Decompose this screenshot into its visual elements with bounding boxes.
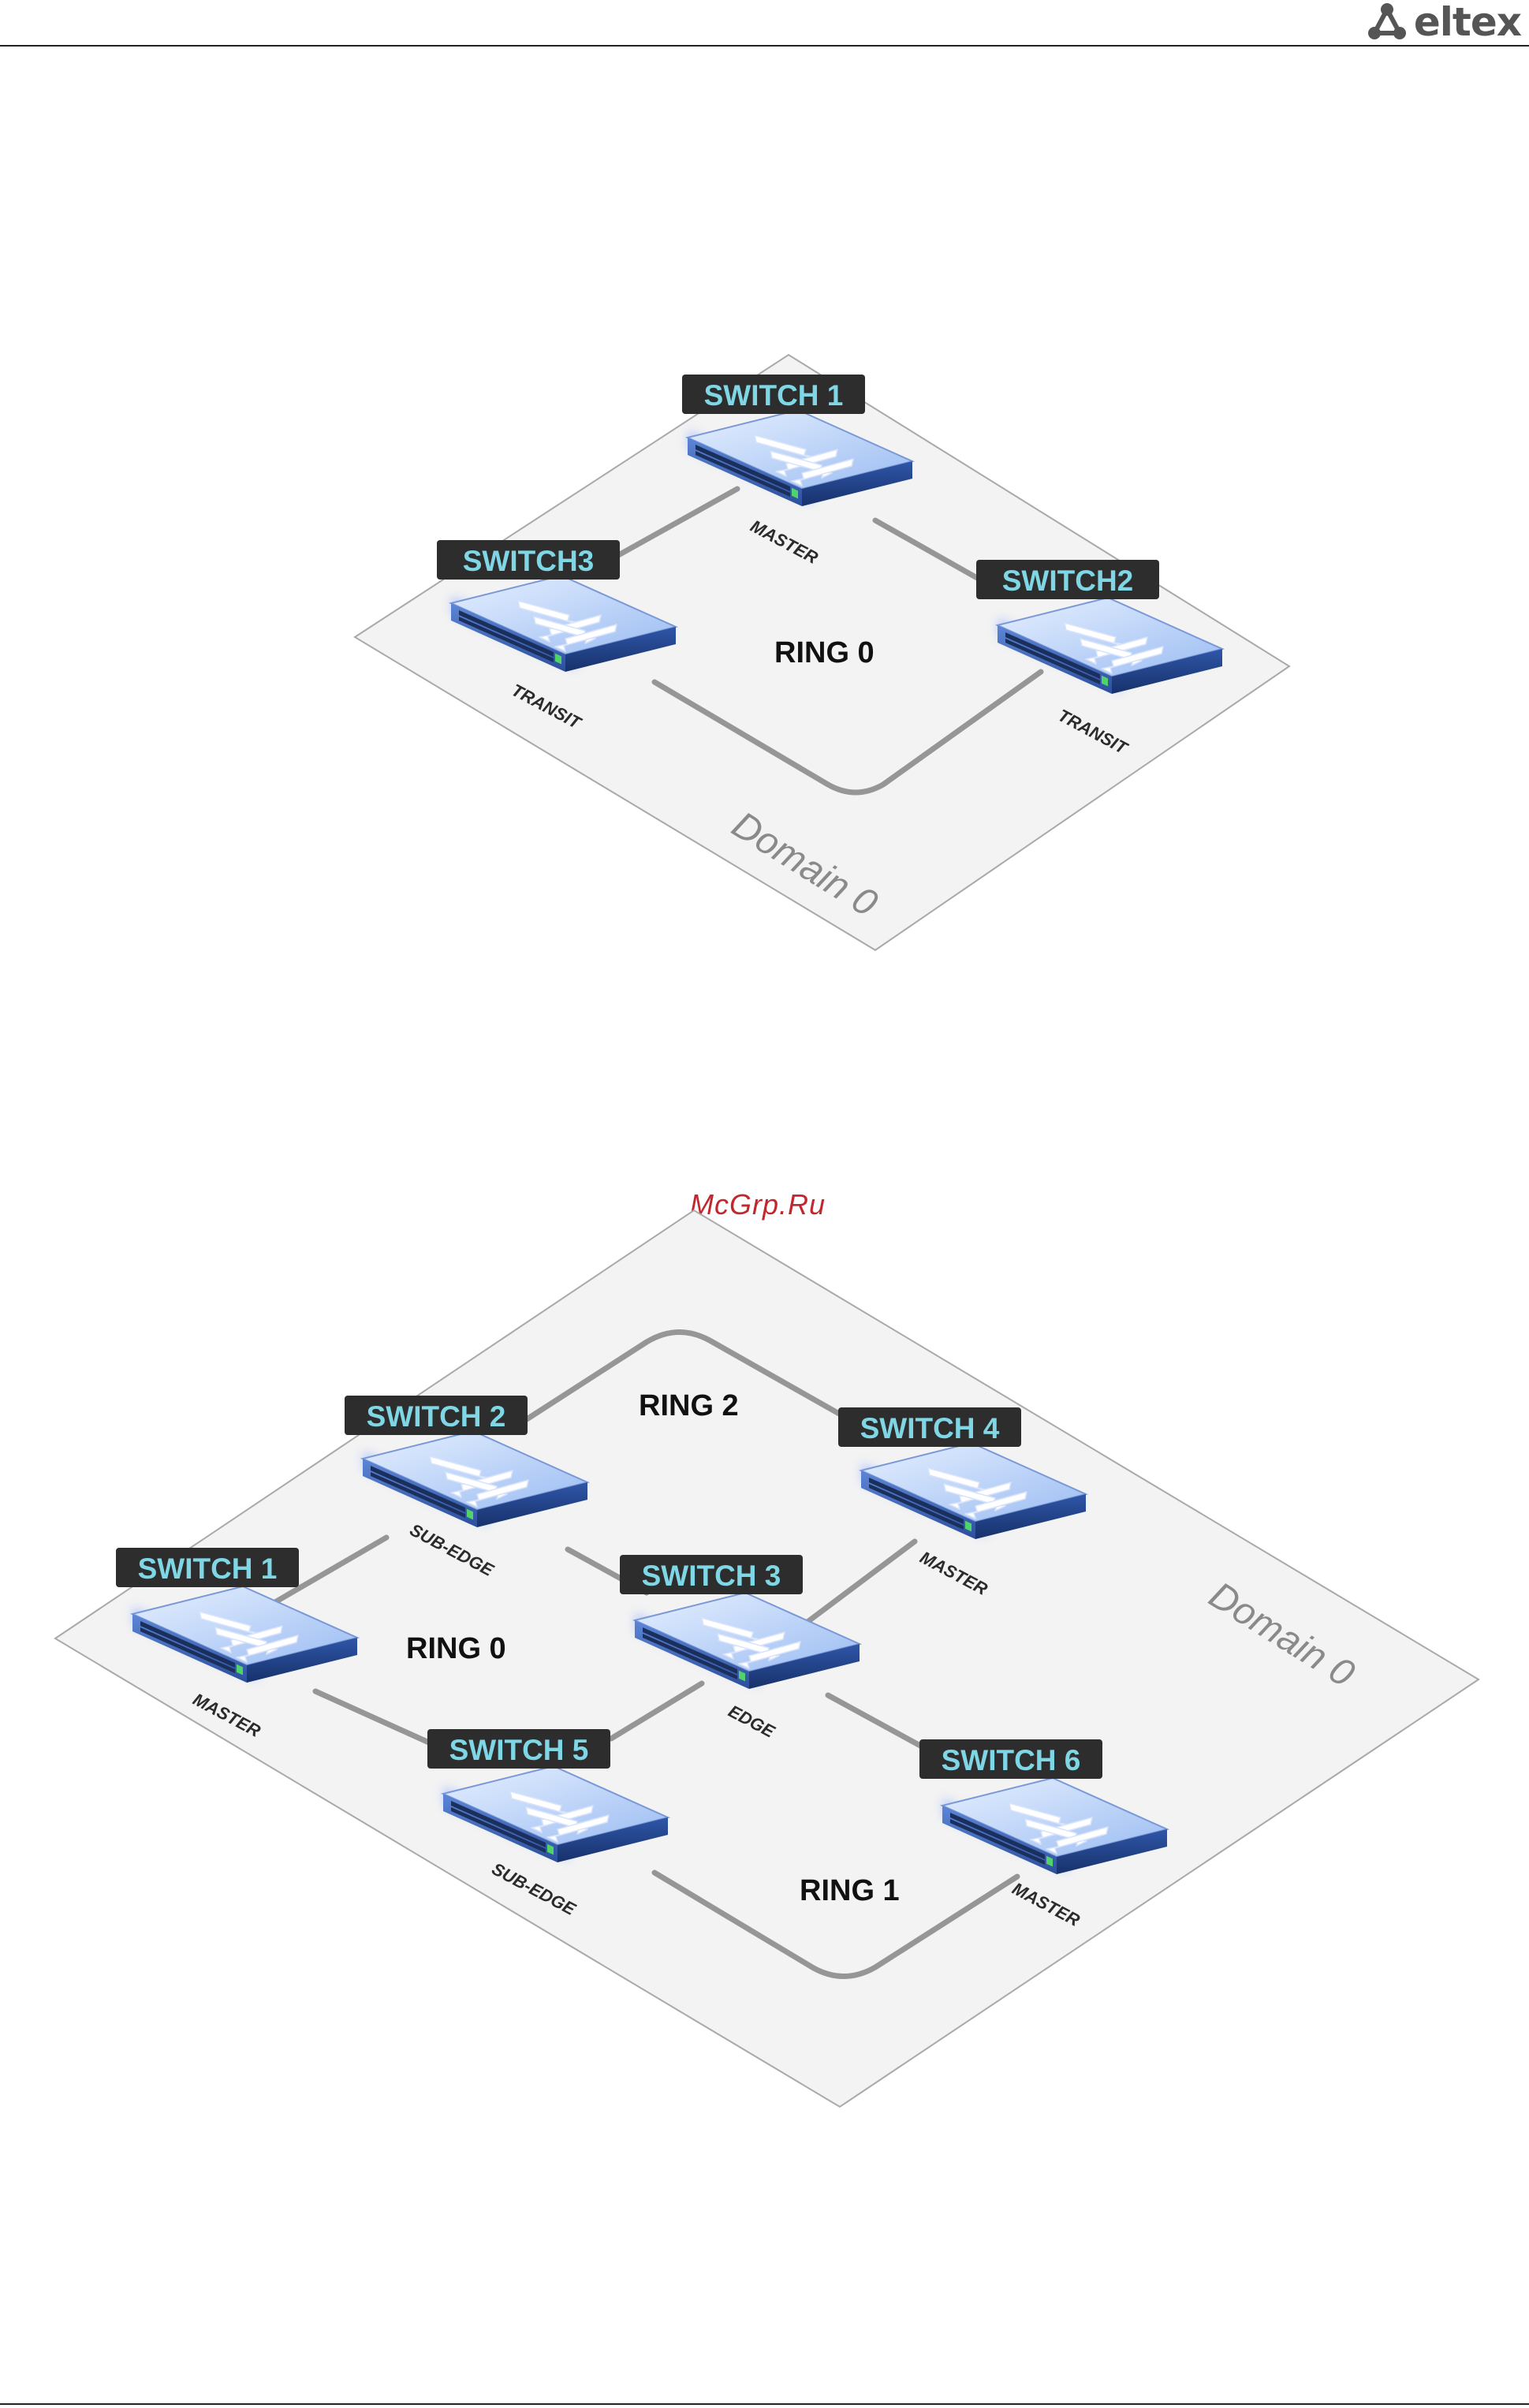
diagram1: Domain 0 RING 0 SWITCH 1 MASTER SWITCH3 …: [355, 355, 1289, 950]
d2-switch6-label: SWITCH 6: [942, 1744, 1081, 1776]
d2-switch3-label: SWITCH 3: [642, 1560, 781, 1592]
watermark: McGrp.Ru: [690, 1188, 826, 1221]
d2-switch1-label: SWITCH 1: [138, 1553, 278, 1585]
ring0-label: RING 0: [774, 636, 875, 669]
d2-switch6-badge: SWITCH 6: [919, 1739, 1102, 1779]
d2-switch1-badge: SWITCH 1: [116, 1548, 299, 1587]
d2-switch2-badge: SWITCH 2: [345, 1396, 528, 1435]
switch1-label: SWITCH 1: [704, 379, 844, 412]
ring1-label: RING 1: [800, 1874, 900, 1907]
d2-switch5-label: SWITCH 5: [449, 1734, 589, 1766]
switch2-badge: SWITCH2: [976, 560, 1159, 599]
footer-rule: [0, 2403, 1529, 2405]
ring0-label-2: RING 0: [406, 1632, 506, 1665]
d2-switch3-badge: SWITCH 3: [620, 1555, 803, 1594]
switch3-badge: SWITCH3: [437, 540, 620, 580]
ring2-label: RING 2: [639, 1389, 739, 1422]
switch1-badge: SWITCH 1: [682, 375, 865, 414]
d2-switch4-label: SWITCH 4: [860, 1412, 1000, 1444]
switch3-label: SWITCH3: [463, 545, 595, 577]
switch2-label: SWITCH2: [1002, 565, 1134, 597]
d2-switch5-badge: SWITCH 5: [427, 1729, 610, 1769]
diagram2: Domain 0 RING 2 RING 0 RING 1 SWITCH 2 S…: [55, 1210, 1479, 2107]
d2-switch2-label: SWITCH 2: [367, 1400, 506, 1433]
d2-switch4-badge: SWITCH 4: [838, 1407, 1021, 1447]
